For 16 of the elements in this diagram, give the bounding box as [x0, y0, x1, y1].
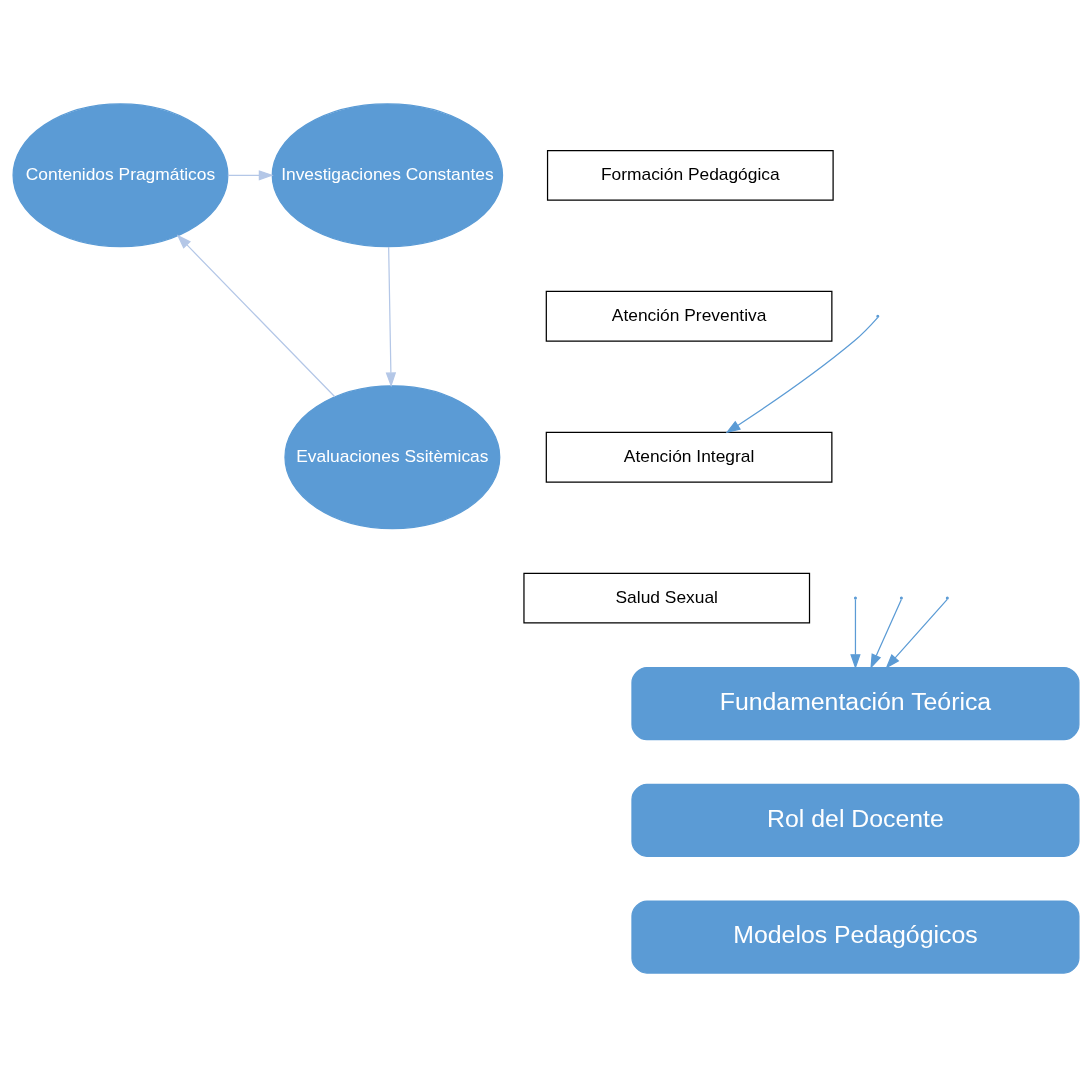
node-box: Fundamentación Teórica	[631, 666, 1080, 740]
arrow	[850, 598, 861, 669]
arrow	[227, 169, 274, 181]
arrow	[885, 598, 948, 669]
node-ellipse: Investigaciones Constantes	[271, 102, 504, 247]
node-box: Modelos Pedagógicos	[631, 899, 1080, 974]
node-box: Atención Preventiva	[545, 290, 833, 342]
arrow	[385, 245, 397, 387]
node-box: Formación Pedagógica	[546, 149, 834, 201]
node-box: Atención Integral	[545, 431, 833, 483]
node-box: Rol del Docente	[631, 783, 1080, 857]
node-box: Salud Sexual	[523, 572, 811, 624]
arrow	[176, 234, 336, 397]
arrow	[725, 316, 879, 433]
node-ellipse: Evaluaciones Ssitèmicas	[284, 384, 501, 529]
arrow	[870, 598, 902, 669]
